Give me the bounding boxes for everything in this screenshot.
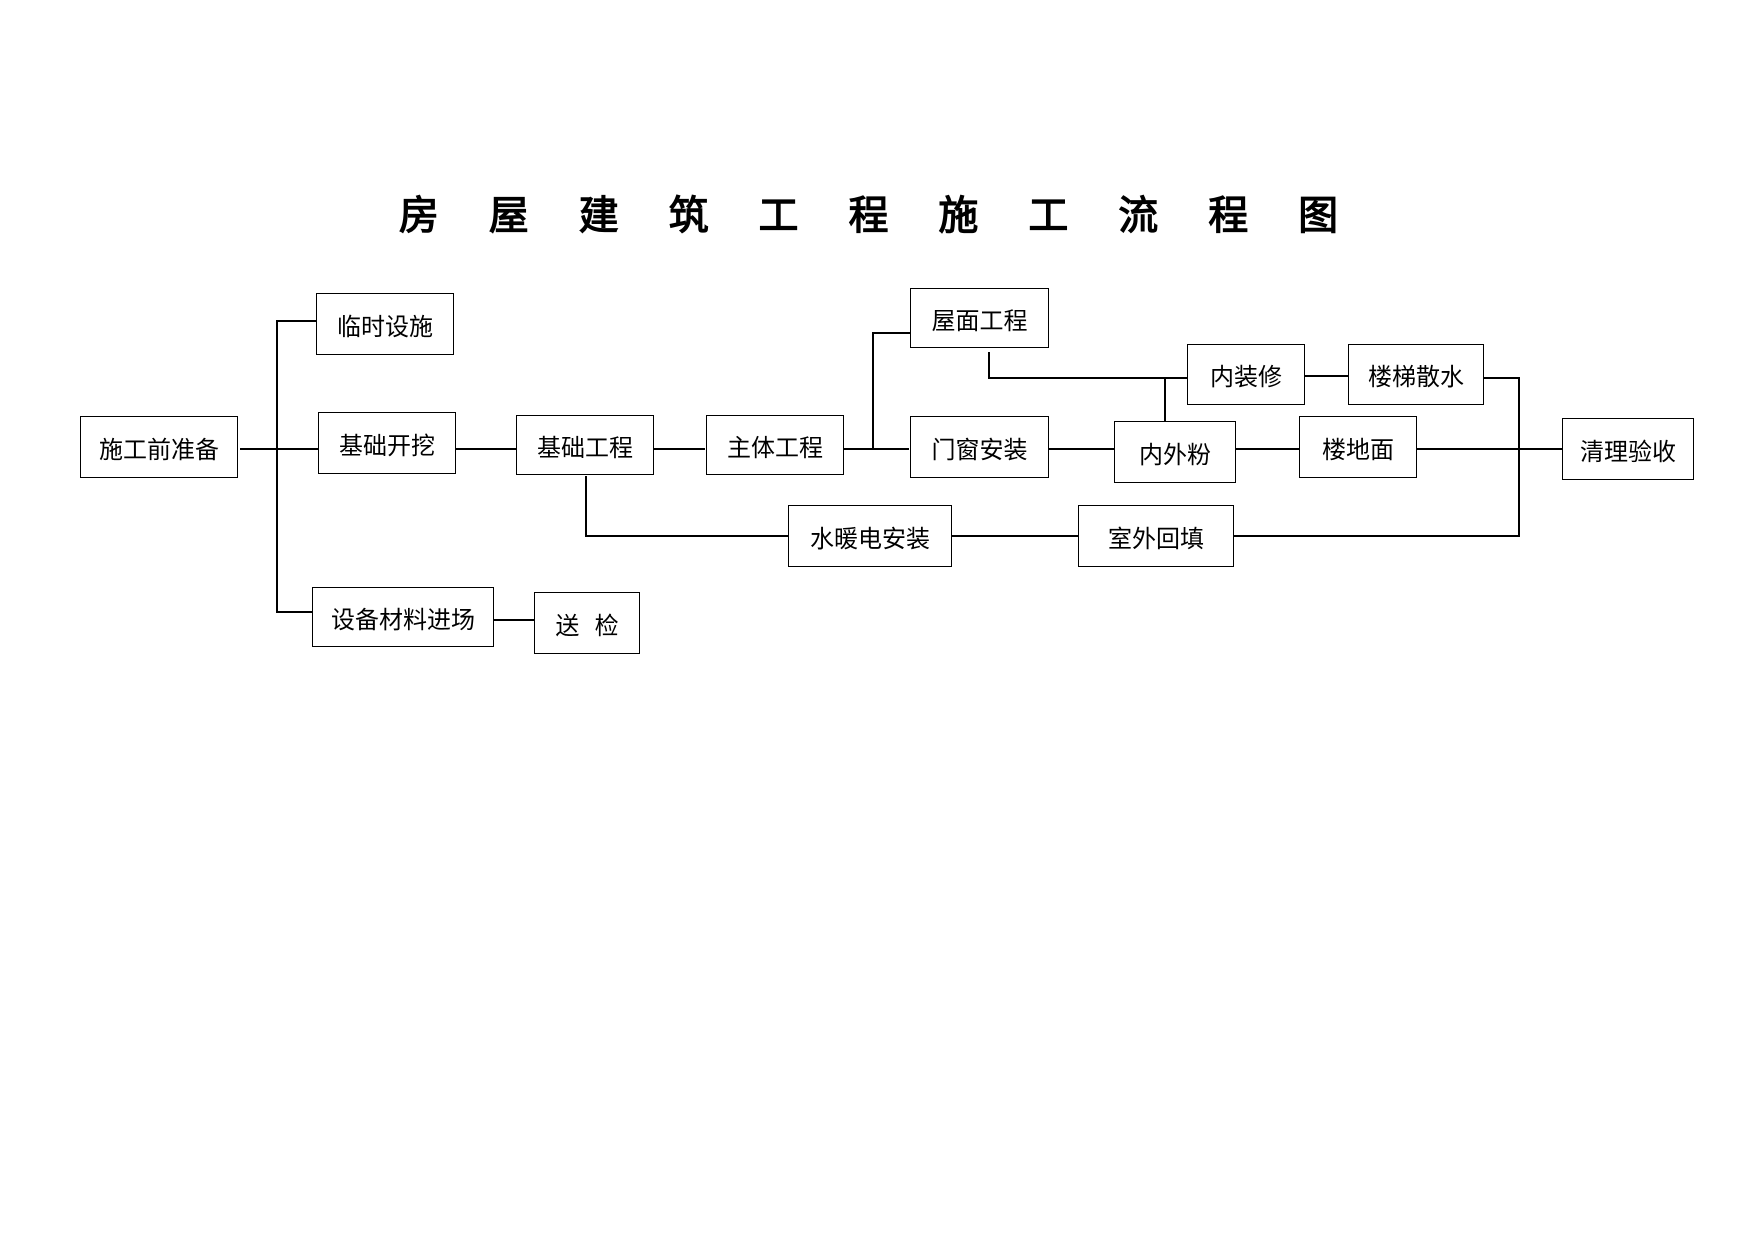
connector <box>1416 448 1564 450</box>
node-cleanup-acceptance: 清理验收 <box>1562 418 1694 480</box>
connector <box>1483 377 1519 379</box>
node-interior-decoration: 内装修 <box>1187 344 1305 405</box>
node-interior-exterior-plaster: 内外粉 <box>1114 421 1236 483</box>
node-inspection: 送 检 <box>534 592 640 654</box>
connector <box>494 619 534 621</box>
connector <box>988 377 1187 379</box>
connector <box>843 448 909 450</box>
connector <box>240 448 276 450</box>
connector <box>276 320 278 612</box>
node-plumbing-hvac-electrical: 水暖电安装 <box>788 505 952 567</box>
node-foundation-works: 基础工程 <box>516 415 654 475</box>
connector <box>951 535 1078 537</box>
connector <box>456 448 516 450</box>
node-main-structure: 主体工程 <box>706 415 844 475</box>
node-stairs-apron: 楼梯散水 <box>1348 344 1484 405</box>
connector <box>872 332 910 334</box>
connector <box>653 448 705 450</box>
connector <box>276 611 312 613</box>
node-roof-works: 屋面工程 <box>910 288 1049 348</box>
connector <box>1233 535 1520 537</box>
connector <box>988 352 990 378</box>
connector <box>585 476 587 536</box>
connector <box>1164 377 1166 421</box>
connector <box>1048 448 1114 450</box>
node-outdoor-backfill: 室外回填 <box>1078 505 1234 567</box>
node-doors-windows: 门窗安装 <box>910 416 1049 478</box>
node-temp-facilities: 临时设施 <box>316 293 454 355</box>
diagram-title: 房 屋 建 筑 工 程 施 工 流 程 图 <box>398 193 1357 239</box>
node-materials-entry: 设备材料进场 <box>312 587 494 647</box>
connector <box>1518 377 1520 537</box>
connector <box>585 535 788 537</box>
connector <box>1304 375 1348 377</box>
node-foundation-excavation: 基础开挖 <box>318 412 456 474</box>
connector <box>276 448 318 450</box>
connector <box>276 320 316 322</box>
node-floor-surface: 楼地面 <box>1299 416 1417 478</box>
connector <box>872 332 874 449</box>
connector <box>1236 448 1299 450</box>
node-prep: 施工前准备 <box>80 416 238 478</box>
